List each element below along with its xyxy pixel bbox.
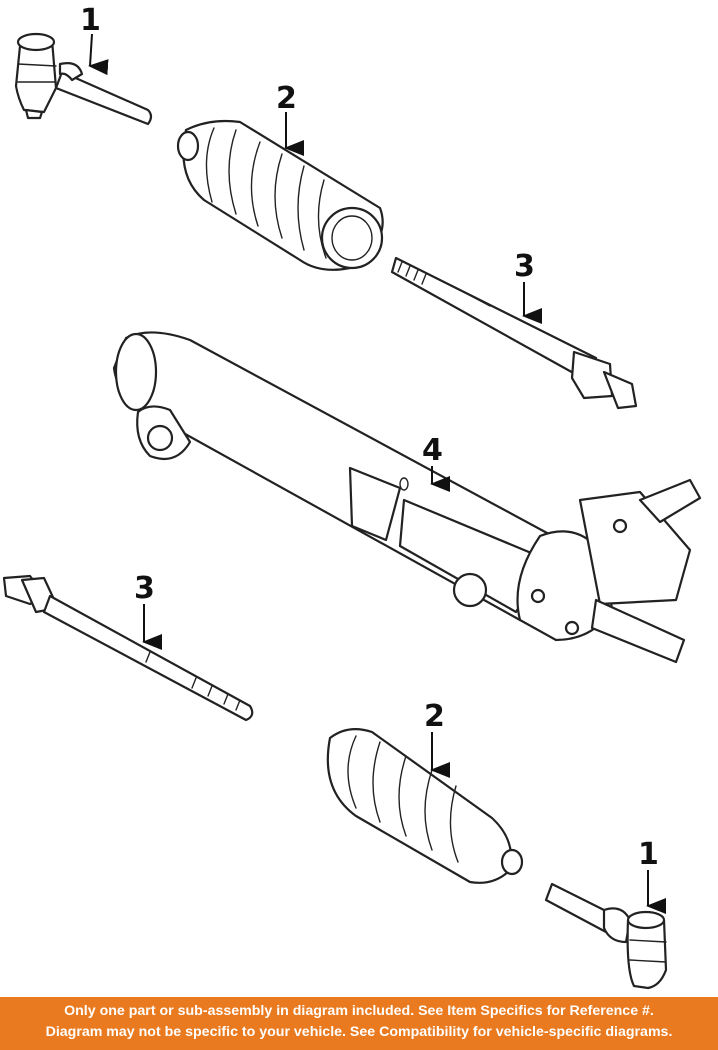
callout-3-left: 3 [134,571,155,606]
inner-tie-rod-left [2,574,254,722]
rack-and-pinion-assembly [112,331,702,664]
rack-boot-top [176,119,384,271]
outer-tie-rod-end-bottom [544,882,668,990]
callout-1-bottom: 1 [638,837,659,872]
inner-tie-rod-right [390,256,638,410]
callout-1-top: 1 [80,3,101,38]
disclaimer-line-1: Only one part or sub-assembly in diagram… [64,1003,654,1019]
outer-tie-rod-end-top [14,32,153,126]
callout-2-top: 2 [276,81,297,116]
disclaimer-banner: Only one part or sub-assembly in diagram… [0,997,718,1050]
disclaimer-line-2: Diagram may not be specific to your vehi… [45,1024,673,1040]
parts-diagram: 1 2 3 4 [2,3,702,990]
callout-3-right: 3 [514,249,535,284]
callout-2-bottom: 2 [424,699,445,734]
rack-boot-bottom [326,727,524,884]
callout-4: 4 [422,433,443,468]
